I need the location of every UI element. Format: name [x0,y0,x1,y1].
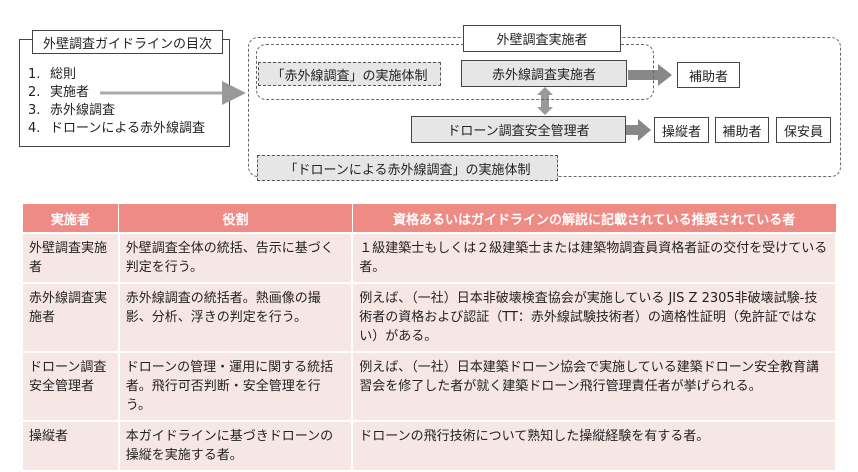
table-row: 赤外線調査実施者 赤外線調査の統括者。熱画像の撮影、分析、浮きの判定を行う。 例… [21,282,837,353]
toc-item-1: 1.総則 [28,67,77,82]
header-implementer: 実施者 [21,203,120,234]
cell-role: 赤外線調査の統括者。熱画像の撮影、分析、浮きの判定を行う。 [117,282,354,353]
cell-qualification: ドローンの飛行技術について熟知した操縦経験を有する者。 [351,420,837,472]
cell-qualification: 例えば、（一社）日本非破壊検査協会が実施している JIS Z 2305非破壊試験… [351,282,837,353]
drone-manager-box: ドローン調査安全管理者 [411,116,626,143]
header-role: 役割 [118,203,353,234]
cell-implementer: ドローン調査安全管理者 [21,351,120,422]
security-box: 保安員 [776,117,831,143]
cell-role: 外壁調査全体の統括、告示に基づく判定を行う。 [117,232,354,284]
cell-role: 本ガイドラインに基づきドローンの操縦を実施する者。 [117,420,354,472]
cell-qualification: １級建築士もしくは２級建築士または建築物調査員資格者証の交付を受けている者。 [351,232,837,284]
assistant-box: 補助者 [677,62,740,88]
toc-list: 1.総則 2.実施者 3.赤外線調査 4.ドローンによる赤外線調査 [28,66,205,138]
operator-box: 操縦者 [654,117,709,143]
header-qualification: 資格あるいはガイドラインの解説に記載されている推奨されている者 [351,203,837,234]
roles-table: 実施者 役割 資格あるいはガイドラインの解説に記載されている推奨されている者 外… [21,203,837,472]
arrow-to-operator [626,119,651,141]
cell-role: ドローンの管理・運用に関する統括者。飛行可否判断・安全管理を行う。 [117,351,354,422]
infrared-system-label: 「赤外線調査」の実施体制 [258,62,441,86]
cell-implementer: 操縦者 [21,420,120,472]
cell-implementer: 赤外線調査実施者 [21,282,120,353]
toc-item-3: 3.赤外線調査 [28,103,116,118]
double-arrow [537,87,553,115]
table-header-row: 実施者 役割 資格あるいはガイドラインの解説に記載されている推奨されている者 [21,203,837,234]
infrared-implementer-box: 赤外線調査実施者 [461,60,627,87]
toc-item-4: 4.ドローンによる赤外線調査 [28,121,205,136]
cell-implementer: 外壁調査実施者 [21,232,120,284]
arrow-to-assistant [628,64,672,86]
table-row: ドローン調査安全管理者 ドローンの管理・運用に関する統括者。飛行可否判断・安全管… [21,351,837,422]
toc-item-2: 2.実施者 [28,85,90,100]
infrared-system-region [256,44,654,100]
toc-title: 外壁調査ガイドラインの目次 [32,30,223,54]
diagram-arrows [100,64,672,141]
table-row: 操縦者 本ガイドラインに基づきドローンの操縦を実施する者。 ドローンの飛行技術に… [21,420,837,472]
assistant2-box: 補助者 [715,117,769,143]
cell-qualification: 例えば、（一社）日本建築ドローン協会で実施している建築ドローン安全教育講習会を修… [351,351,837,422]
drone-system-label: 「ドローンによる赤外線調査」の実施体制 [257,155,558,181]
facade-investigator-box: 外壁調査実施者 [463,25,621,52]
table-row: 外壁調査実施者 外壁調査全体の統括、告示に基づく判定を行う。 １級建築士もしくは… [21,232,837,284]
